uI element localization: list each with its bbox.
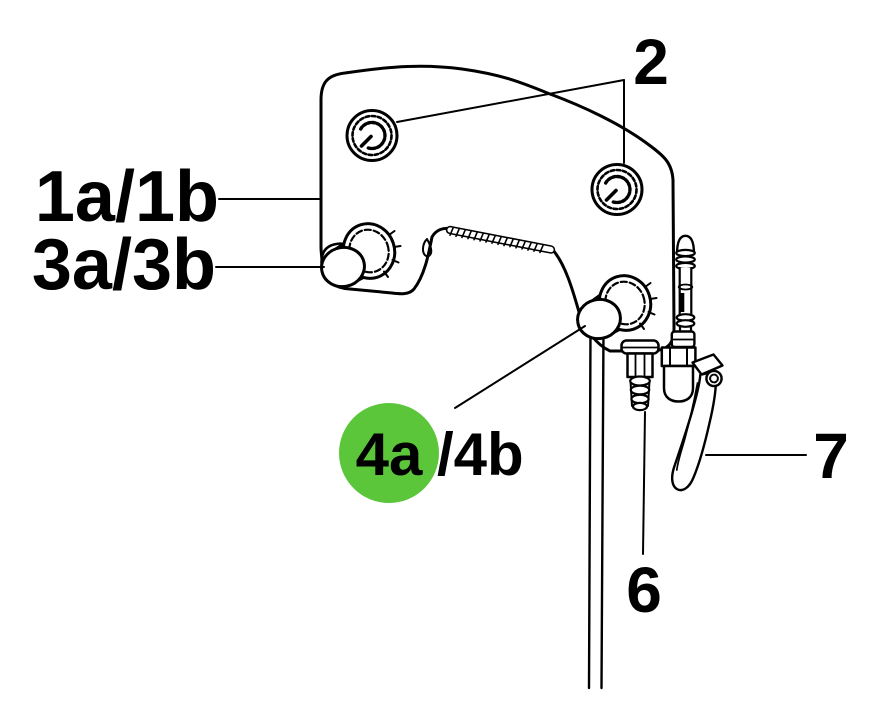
callout-4b: /4b (437, 421, 524, 488)
valve-handle-plate (691, 353, 724, 376)
test-gauge-left (345, 108, 399, 163)
callout-7: 7 (813, 420, 849, 492)
valve-hex-nut (660, 346, 697, 368)
leader-4a4b (454, 325, 586, 409)
valve-body (662, 364, 695, 403)
callout-4a: 4a (356, 421, 423, 488)
callout-3a-3b: 3a/3b (32, 225, 216, 305)
leader-lines (215, 79, 807, 555)
down-tube (587, 327, 605, 690)
bracket-manifold (319, 64, 676, 353)
valve-pivot-bolt (705, 369, 723, 388)
test-gauge-right (590, 162, 644, 217)
callout-2: 2 (633, 26, 669, 98)
bracket-teardrop-hole (422, 238, 433, 258)
bracket-outline (319, 64, 676, 353)
bracket-slot-hatch (445, 225, 556, 254)
leader-6 (642, 411, 646, 555)
hose-barb-fitting (620, 339, 660, 412)
ball-valve-assembly (660, 234, 724, 492)
leader-2-left (396, 79, 625, 123)
valve-window (679, 293, 685, 312)
highlight-circle-4a (339, 403, 439, 503)
callout-1a-1b: 1a/1b (35, 157, 219, 237)
callout-6: 6 (626, 554, 662, 626)
